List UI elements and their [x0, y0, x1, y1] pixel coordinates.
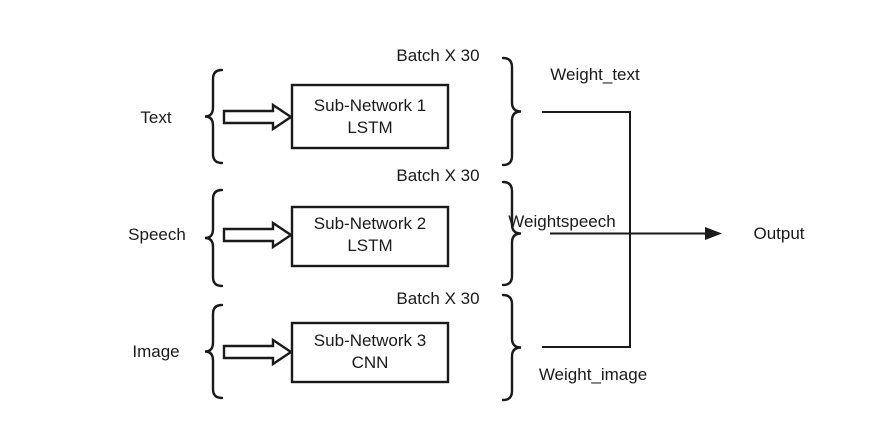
input-arrow-icon	[222, 102, 294, 132]
input-label: Image	[132, 342, 179, 361]
input-brace	[204, 303, 224, 400]
output-label: Output	[753, 224, 804, 243]
subnetwork-type: LSTM	[347, 118, 392, 137]
input-brace	[204, 188, 224, 288]
weight-label: Weight_image	[539, 365, 647, 384]
subnetwork-type: LSTM	[347, 236, 392, 255]
input-label: Text	[140, 108, 171, 127]
input-label: Speech	[128, 225, 186, 244]
batch-size-label: Batch X 30	[396, 166, 479, 185]
output-brace	[501, 293, 522, 402]
subnetwork-box	[290, 205, 450, 268]
subnetwork-name: Sub-Network 2	[314, 214, 426, 233]
row-text: Text Sub-Network 1 LSTM Batch X 30 Weigh…	[140, 46, 640, 167]
output-brace	[501, 56, 522, 167]
output-brace	[501, 180, 522, 287]
output-arrow-icon	[705, 227, 722, 240]
subnetwork-name: Sub-Network 1	[314, 96, 426, 115]
merge-connector-line	[542, 111, 631, 348]
subnetwork-box	[290, 83, 450, 150]
batch-size-label: Batch X 30	[396, 289, 479, 308]
row-speech: Speech Sub-Network 2 LSTM Batch X 30 Wei…	[128, 166, 616, 288]
weight-label: Weight_text	[550, 65, 640, 84]
row-image: Image Sub-Network 3 CNN Batch X 30 Weigh…	[132, 289, 647, 402]
subnetwork-box	[290, 321, 450, 384]
input-brace	[204, 68, 224, 165]
input-arrow-icon	[222, 220, 294, 250]
merge-output: Output	[542, 111, 805, 348]
batch-size-label: Batch X 30	[396, 46, 479, 65]
subnetwork-type: CNN	[352, 353, 389, 372]
subnetwork-name: Sub-Network 3	[314, 331, 426, 350]
weight-label: Weightspeech	[508, 212, 615, 231]
input-arrow-icon	[222, 337, 294, 367]
